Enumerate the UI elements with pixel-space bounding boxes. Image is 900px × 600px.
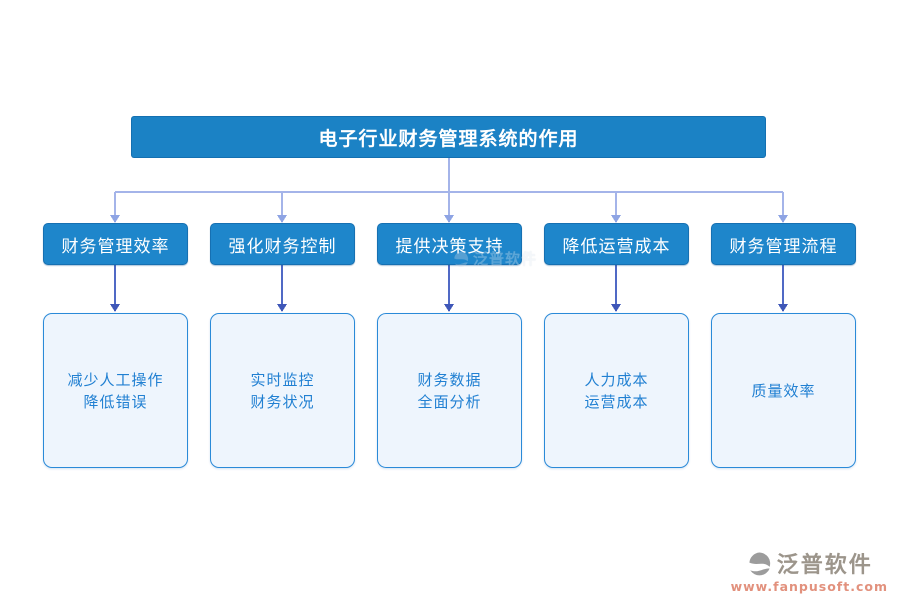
branch-node-reduce-costs: 降低运营成本 <box>544 223 689 265</box>
level2-connectors <box>110 265 788 312</box>
detail-text: 实时监控 财务状况 <box>250 370 315 411</box>
logo-brand-text: 泛普软件 <box>776 553 873 578</box>
detail-text: 减少人工操作 降低错误 <box>67 370 164 411</box>
detail-card-reduce-costs: 人力成本 运营成本 <box>544 313 689 468</box>
branch-label: 强化财务控制 <box>228 236 337 257</box>
detail-card-finance-process: 质量效率 <box>711 313 856 468</box>
fanpu-logo: 泛普软件 www.fanpusoft.com <box>731 547 888 594</box>
detail-card-decision-support: 财务数据 全面分析 <box>377 313 522 468</box>
detail-text: 人力成本 运营成本 <box>584 370 649 411</box>
fanpu-logo-icon <box>749 552 770 575</box>
diagram-title: 电子行业财务管理系统的作用 <box>318 127 579 150</box>
level1-connectors <box>110 158 788 223</box>
detail-text: 质量效率 <box>751 381 816 400</box>
branch-node-finance-efficiency: 财务管理效率 <box>43 223 188 265</box>
detail-text: 财务数据 全面分析 <box>417 370 482 411</box>
logo-url-text: www.fanpusoft.com <box>730 579 888 594</box>
branch-label: 财务管理流程 <box>729 236 838 257</box>
detail-card-finance-efficiency: 减少人工操作 降低错误 <box>43 313 188 468</box>
branch-label: 降低运营成本 <box>562 236 671 257</box>
branch-label: 提供决策支持 <box>395 236 504 257</box>
branch-label: 财务管理效率 <box>61 236 170 257</box>
detail-card-strengthen-control: 实时监控 财务状况 <box>210 313 355 468</box>
diagram-title-banner: 电子行业财务管理系统的作用 <box>131 116 766 158</box>
branch-node-strengthen-control: 强化财务控制 <box>210 223 355 265</box>
branch-node-finance-process: 财务管理流程 <box>711 223 856 265</box>
branch-node-decision-support: 提供决策支持 <box>377 223 522 265</box>
